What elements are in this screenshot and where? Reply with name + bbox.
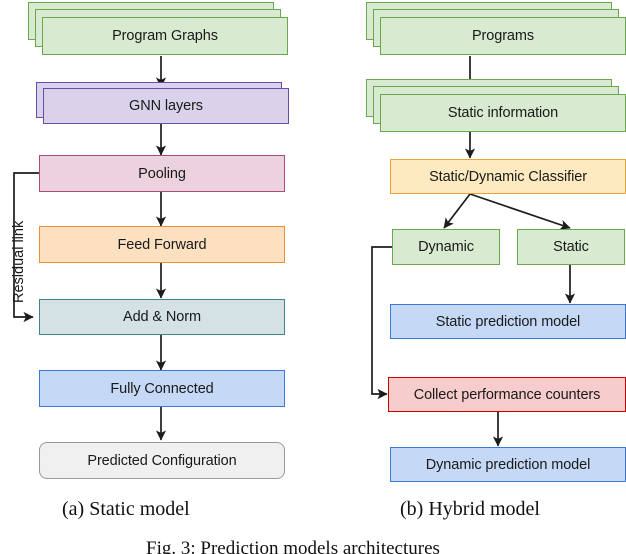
node-dynamic-label: Dynamic bbox=[418, 239, 474, 255]
node-gnn-layers[interactable]: GNN layers bbox=[43, 88, 289, 124]
arrow-classifier-to-static bbox=[469, 193, 571, 230]
subcaption-a: (a) Static model bbox=[62, 498, 190, 520]
node-static-label: Static bbox=[553, 239, 589, 255]
node-pooling-label: Pooling bbox=[138, 165, 186, 182]
node-static-dynamic-classifier[interactable]: Static/Dynamic Classifier bbox=[390, 159, 626, 194]
node-dynamic-prediction-model[interactable]: Dynamic prediction model bbox=[390, 447, 626, 482]
node-collect-performance-counters[interactable]: Collect performance counters bbox=[388, 377, 626, 412]
node-program-graphs-label: Program Graphs bbox=[112, 28, 218, 44]
node-programs-label: Programs bbox=[471, 28, 535, 44]
node-pooling[interactable]: Pooling bbox=[39, 155, 285, 192]
node-dynamic[interactable]: Dynamic bbox=[392, 229, 500, 265]
node-predicted-configuration[interactable]: Predicted Configuration bbox=[39, 442, 285, 479]
node-feed-forward[interactable]: Feed Forward bbox=[39, 226, 285, 263]
arrow-classifier-to-dynamic bbox=[443, 193, 471, 229]
node-static-prediction-model[interactable]: Static prediction model bbox=[390, 304, 626, 339]
node-fully-connected[interactable]: Fully Connected bbox=[39, 370, 285, 407]
node-static-dynamic-classifier-label: Static/Dynamic Classifier bbox=[429, 168, 587, 185]
node-feed-forward-label: Feed Forward bbox=[117, 236, 207, 253]
residual-link-label: Residual link bbox=[11, 220, 27, 303]
node-static-prediction-model-label: Static prediction model bbox=[435, 313, 581, 330]
node-collect-performance-counters-label: Collect performance counters bbox=[413, 386, 601, 403]
subcaption-b: (b) Hybrid model bbox=[400, 498, 540, 520]
node-static[interactable]: Static bbox=[517, 229, 625, 265]
node-static-information[interactable]: Static information bbox=[380, 94, 626, 132]
node-predicted-configuration-label: Predicted Configuration bbox=[87, 452, 237, 469]
node-dynamic-prediction-model-label: Dynamic prediction model bbox=[425, 456, 591, 473]
node-add-and-norm-label: Add & Norm bbox=[123, 309, 201, 325]
node-fully-connected-label: Fully Connected bbox=[110, 380, 214, 397]
node-program-graphs[interactable]: Program Graphs bbox=[42, 17, 288, 55]
node-add-and-norm[interactable]: Add & Norm bbox=[39, 299, 285, 335]
node-gnn-layers-label: GNN layers bbox=[129, 98, 203, 114]
arrow-dynamic-to-collect-performance-counters bbox=[371, 246, 392, 400]
node-programs[interactable]: Programs bbox=[380, 17, 626, 55]
figure-caption: Fig. 3: Prediction models architectures bbox=[146, 538, 440, 554]
node-static-information-label: Static information bbox=[447, 105, 559, 121]
